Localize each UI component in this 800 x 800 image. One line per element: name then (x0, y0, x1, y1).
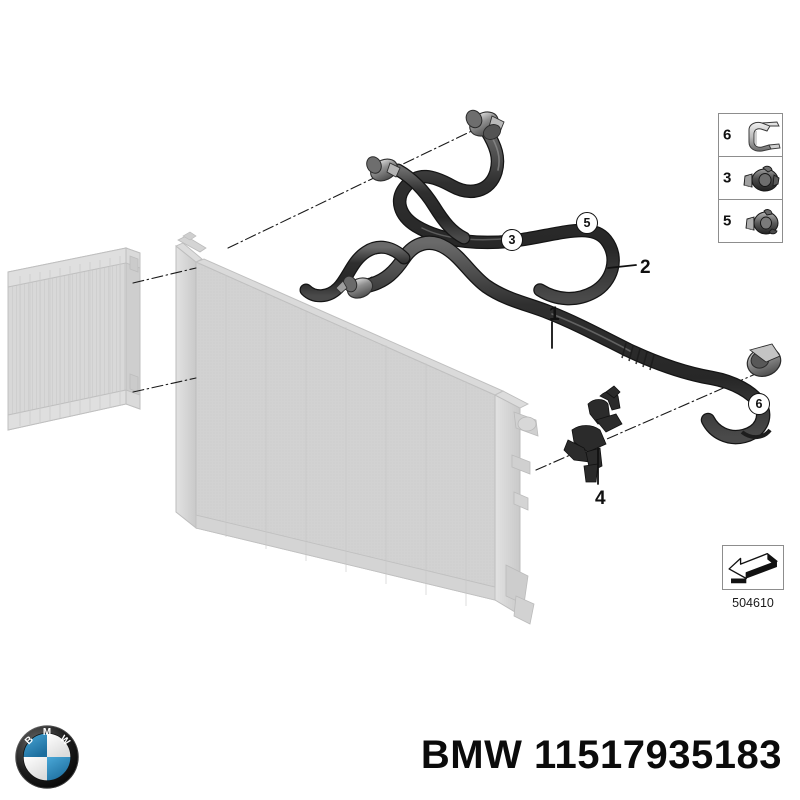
callout-1: 1 (549, 304, 560, 325)
legend-item-3-label: 3 (723, 169, 732, 187)
radiator-ghost (175, 231, 539, 625)
callout-3: 3 (501, 229, 523, 251)
bmw-roundel-logo: B M W (15, 725, 79, 789)
legend-item-5: 5 (719, 200, 782, 242)
footer-bar: B M W BMW 11517935183 (0, 715, 800, 800)
heat-exchanger-ghost (7, 247, 141, 431)
quick-connect-fitting-lower-left (335, 275, 374, 299)
quick-release-coupling-icon (743, 165, 780, 192)
hose-end-fitting-right (740, 343, 782, 439)
centerline-upper-connector (227, 127, 479, 249)
svg-text:M: M (43, 727, 51, 738)
legend-item-5-label: 5 (723, 212, 732, 230)
parts-legend-box: 6 3 (718, 113, 783, 243)
quick-connect-fitting-upper-right (465, 109, 505, 140)
footer-part-number: BMW 11517935183 (420, 733, 782, 777)
leader-line-2 (607, 264, 637, 269)
centerline-heat-exchanger-lower (132, 377, 197, 393)
view-direction-arrow-icon (728, 552, 778, 584)
legend-item-6: 6 (719, 114, 782, 157)
callout-2: 2 (640, 257, 651, 278)
hose-coupling-clamp-icon (745, 209, 779, 235)
callout-4: 4 (595, 488, 606, 509)
legend-item-6-label: 6 (723, 126, 732, 144)
quick-connect-fitting-upper-middle (366, 156, 401, 182)
legend-item-3: 3 (719, 157, 782, 200)
hose-part-1 (358, 235, 771, 445)
centerline-heat-exchanger-upper (132, 267, 197, 284)
spring-band-hose-clamp-icon (748, 121, 781, 152)
hose-branch-upper-left (391, 163, 471, 245)
hose-part-5 (299, 240, 411, 303)
diagram-id-box (722, 545, 784, 590)
callout-5: 5 (576, 212, 598, 234)
callout-6: 6 (748, 393, 770, 415)
diagram-id-label: 504610 (732, 596, 774, 610)
